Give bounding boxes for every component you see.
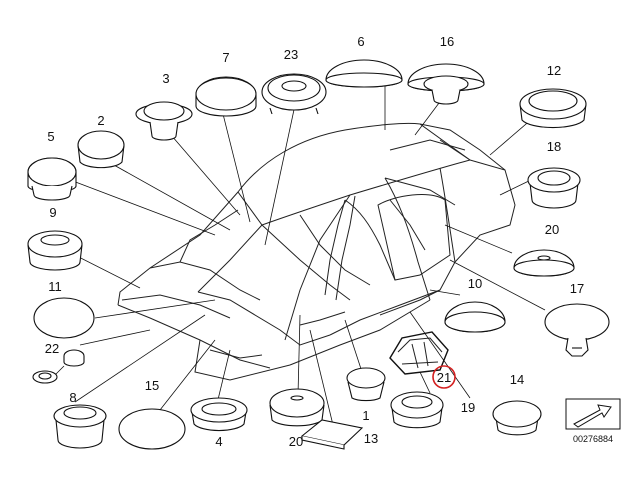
callout-9: 9 [49, 205, 56, 220]
callout-21: 21 [437, 370, 451, 385]
highlighted-panel-part-21 [389, 331, 449, 375]
callout-10: 10 [468, 276, 482, 291]
part-22-small-cap [32, 349, 85, 384]
part-6-dome-cap [325, 59, 403, 88]
part-8-grommet [53, 404, 107, 449]
part-15-flat-disc [118, 408, 186, 450]
callout-3: 3 [162, 71, 169, 86]
callout-6: 6 [357, 34, 364, 49]
part-5-plug [27, 157, 77, 201]
callout-13: 13 [364, 431, 378, 446]
car-body-frame [117, 122, 516, 381]
leader-lines [54, 80, 546, 426]
callout-20b: 20 [289, 434, 303, 449]
callout-14: 14 [510, 372, 524, 387]
part-19-ring-grommet [390, 391, 444, 429]
part-2-grommet [77, 130, 125, 169]
callout-labels: 1 2 3 4 5 6 7 8 9 10 11 12 13 14 15 16 1… [45, 34, 584, 449]
part-18-ring-grommet [527, 167, 581, 209]
callout-11: 11 [48, 279, 62, 294]
callout-2: 2 [97, 113, 104, 128]
callout-21-highlight: 21 [432, 365, 456, 389]
part-12-grommet [519, 88, 587, 129]
part-23-cover [261, 73, 327, 115]
part-4-ring-grommet [190, 397, 248, 432]
callout-19: 19 [461, 400, 475, 415]
part-20-dome-upper [513, 249, 575, 277]
document-id: 00276884 [573, 434, 613, 444]
orientation-arrow-icon [565, 398, 621, 430]
part-7-grommet [195, 76, 257, 117]
callout-8: 8 [69, 390, 76, 405]
part-1-cup-grommet [346, 367, 386, 402]
callout-7: 7 [222, 50, 229, 65]
callout-18: 18 [547, 139, 561, 154]
callout-12: 12 [547, 63, 561, 78]
callout-20a: 20 [545, 222, 559, 237]
callout-1: 1 [362, 408, 369, 423]
callout-22: 22 [45, 341, 59, 356]
part-17-clip-plug [544, 303, 610, 357]
callout-16: 16 [440, 34, 454, 49]
highlight-ring [432, 365, 456, 389]
part-14-cup-grommet [492, 400, 542, 436]
part-13-pad [300, 419, 364, 450]
part-10-dome [444, 301, 506, 333]
part-9-plug [27, 230, 83, 271]
callout-5: 5 [47, 129, 54, 144]
callout-4: 4 [215, 434, 222, 449]
part-16-dome-grommet [407, 63, 485, 105]
callout-17: 17 [570, 281, 584, 296]
part-20-dome-lower [269, 388, 325, 427]
callout-15: 15 [145, 378, 159, 393]
part-3-grommet [135, 101, 193, 141]
part-11-flat-plug [33, 297, 95, 339]
callout-23: 23 [284, 47, 298, 62]
